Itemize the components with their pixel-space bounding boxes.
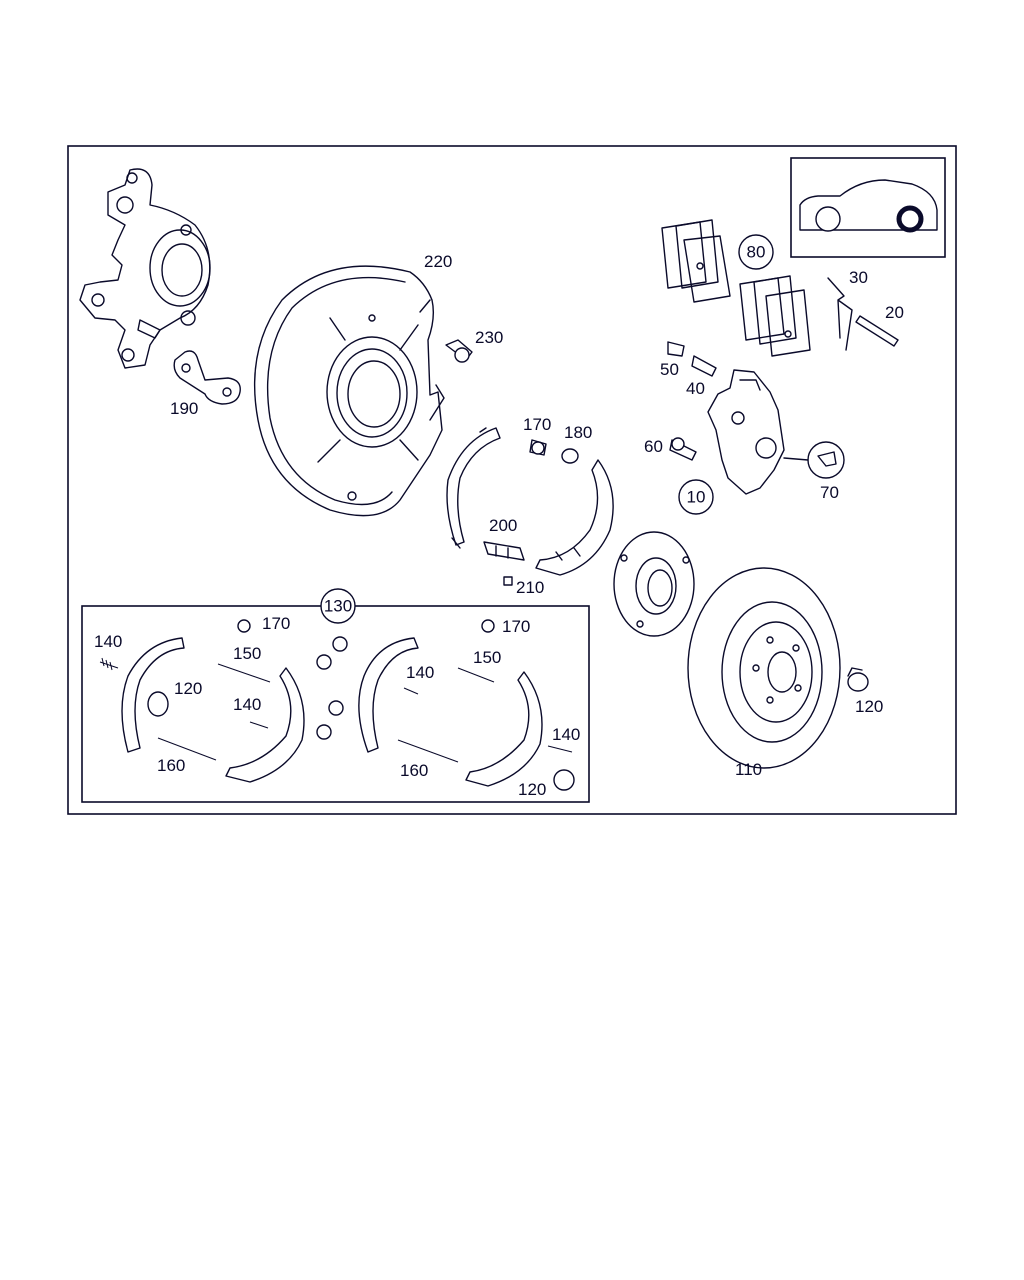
kit-shoe-left-b [358,637,419,753]
label-190: 190 [170,399,198,418]
bolt-60-drawing [669,437,697,461]
brake-disc-drawing [687,567,841,769]
bleeder-cap-50-drawing [667,341,685,357]
label-120-kit-a: 120 [174,679,202,698]
screw-120-right-drawing [847,667,869,692]
label-170-kit-b: 170 [502,617,530,636]
label-210: 210 [516,578,544,597]
sleeve-180-drawing [561,448,579,464]
vehicle-locator-inset [790,157,946,258]
label-170-kit-a: 170 [262,614,290,633]
wrench-70-drawing [783,441,845,479]
kit-shoe-right-b [465,671,543,787]
label-150-kit-b: 150 [473,648,501,667]
label-150-kit-a: 150 [233,644,261,663]
label-170-top: 170 [523,415,551,434]
guide-pin-20-drawing [855,315,899,347]
wheel-carrier-drawing [79,168,211,369]
label-140-kit-b: 140 [233,695,261,714]
bolt-170-drawing [529,439,547,456]
bolt-230-drawing [445,339,473,363]
wheel-hub-drawing [613,531,695,637]
label-200: 200 [489,516,517,535]
label-220: 220 [424,252,452,271]
brake-caliper-drawing [707,369,785,495]
bracket-190-drawing [173,350,241,405]
label-180: 180 [564,423,592,442]
label-110: 110 [735,760,762,779]
kit-shoe-left-a [121,637,185,753]
label-230: 230 [475,328,503,347]
brake-pads-drawing [661,219,811,357]
label-160-kit-a: 160 [157,756,185,775]
label-40: 40 [686,379,705,398]
clip-210-drawing [503,576,513,586]
callout-circle-130 [320,588,356,624]
parking-brake-shoe-left [446,427,501,549]
callout-circle-80 [738,234,774,270]
bleeder-valve-40-drawing [691,355,717,377]
label-70: 70 [820,483,839,502]
label-120-right: 120 [855,697,883,716]
label-50: 50 [660,360,679,379]
label-60: 60 [644,437,663,456]
label-130: 130 [324,597,352,616]
label-20: 20 [885,303,904,322]
label-160-kit-b: 160 [400,761,428,780]
kit-bolts [147,619,575,791]
kit-shoe-right-a [225,667,305,783]
spring-clip-30-drawing [827,277,853,351]
label-140-kit-d: 140 [552,725,580,744]
dust-shield-drawing [253,265,445,517]
car-side-icon [799,179,938,233]
label-120-kit-b: 120 [518,780,546,799]
label-80: 80 [747,243,766,262]
kit-springs [99,657,573,763]
label-30: 30 [849,268,868,287]
parking-brake-shoe-right [535,459,614,576]
label-140-kit-a: 140 [94,632,122,651]
label-10: 10 [687,488,706,507]
adjuster-200-drawing [483,541,525,561]
callout-circle-10 [678,479,714,515]
label-140-kit-c: 140 [406,663,434,682]
